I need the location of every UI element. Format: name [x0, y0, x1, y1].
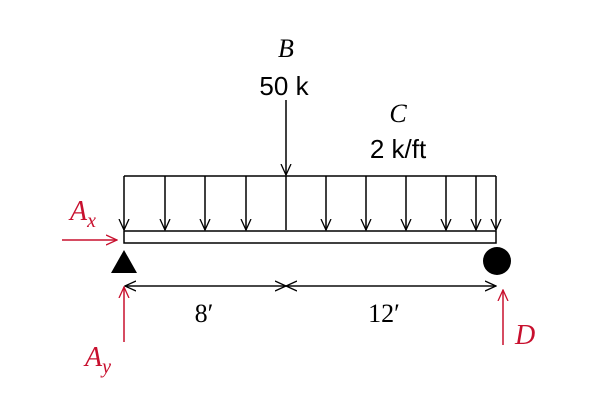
point-load-value: 50 k [259, 71, 309, 101]
dimension-left-label: 8′ [195, 299, 214, 328]
distributed-load-arrows [124, 176, 496, 230]
reaction-d-label: D [514, 320, 535, 351]
dimension-right-label: 12′ [368, 299, 400, 328]
reaction-ay-sub: y [100, 356, 111, 378]
beam [123, 230, 497, 244]
distributed-load-value: 2 k/ft [370, 134, 427, 164]
reaction-ax-label: Ax [68, 196, 96, 232]
reaction-ax-sub: x [86, 210, 96, 232]
pin-support [111, 250, 137, 273]
reaction-ay-base: A [83, 342, 103, 373]
point-load-name: B [278, 34, 294, 63]
reaction-ay-label: Ay [83, 342, 111, 378]
reaction-ax-base: A [68, 196, 88, 227]
roller-support [483, 247, 511, 275]
distributed-load-name: C [389, 99, 407, 128]
distributed-load [124, 175, 496, 230]
